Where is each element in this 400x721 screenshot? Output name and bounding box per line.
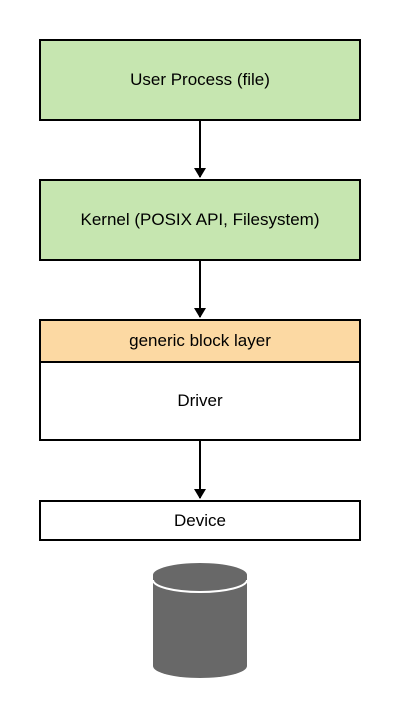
user-process-label: User Process (file) (130, 70, 270, 89)
device-box: Device (39, 500, 361, 541)
block-layer-label: generic block layer (129, 331, 271, 350)
database-cylinder-icon (152, 563, 248, 678)
block-layer-header: generic block layer (41, 321, 359, 363)
driver-body: Driver (41, 363, 359, 439)
driver-box: generic block layer Driver (39, 319, 361, 441)
kernel-box: Kernel (POSIX API, Filesystem) (39, 179, 361, 261)
kernel-label: Kernel (POSIX API, Filesystem) (80, 210, 320, 229)
driver-label: Driver (177, 391, 223, 410)
device-label: Device (174, 510, 226, 530)
user-process-box: User Process (file) (39, 39, 361, 121)
